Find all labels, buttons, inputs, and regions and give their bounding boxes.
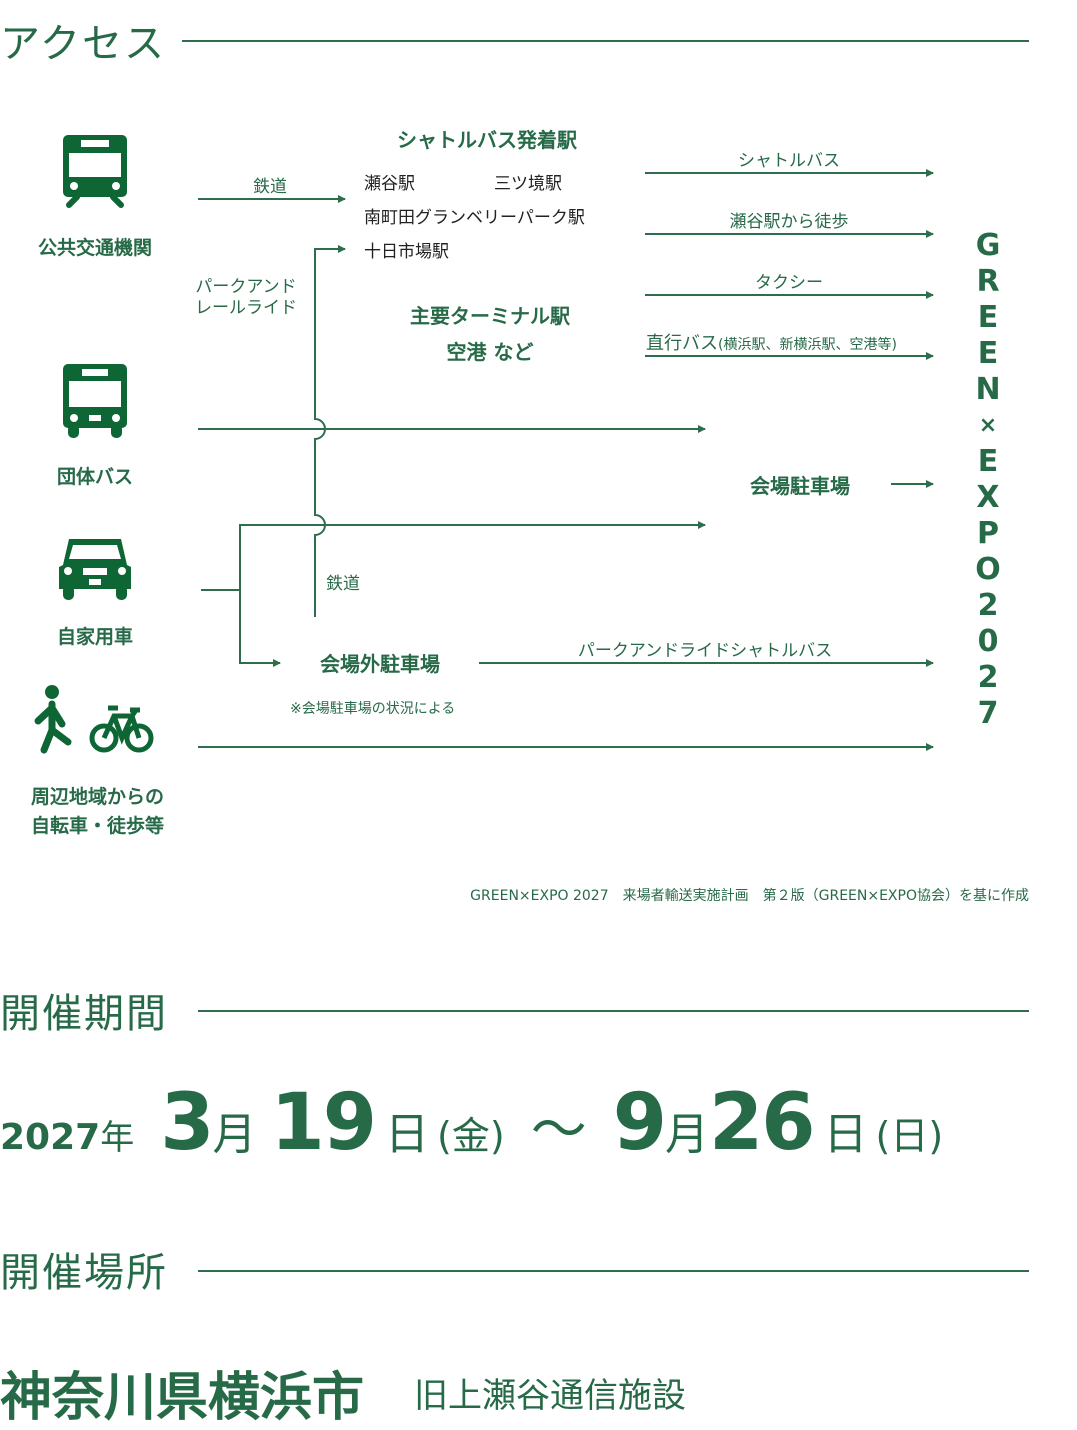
mode-label-bike-walk-line1: 周辺地域からの [30, 786, 164, 808]
route-label-direct-bus: 直行バス(横浜駅、新横浜駅、空港等) [646, 329, 897, 355]
mode-label-bike-walk-line2: 自転車・徒歩等 [30, 815, 164, 838]
shuttle-stations-title: シャトルバス発着駅 [397, 128, 577, 152]
mode-label-group-bus: 団体バス [56, 466, 133, 488]
terminals-line1: 主要ターミナル駅 [410, 304, 570, 328]
route-label-shuttle-bus: シャトルバス [738, 151, 840, 171]
logo-letter: X [976, 480, 1000, 515]
station-minami-machida: 南町田グランベリーパーク駅 [364, 208, 585, 228]
mode-label-bike-walk: 周辺地域からの 自転車・徒歩等 [10, 783, 185, 842]
source-credit: GREEN×EXPO 2027 来場者輸送実施計画 第２版（GREEN×EXPO… [470, 888, 1029, 904]
logo-letter: × [978, 413, 998, 438]
mode-label-public-transit: 公共交通機関 [37, 237, 152, 259]
pedestrian-bicycle-icon [34, 685, 154, 754]
year: 2027 [0, 1117, 101, 1158]
logo-letter: 0 [977, 624, 999, 659]
bus-icon [63, 364, 127, 438]
event-dates: 2027 年 3 月 19 日 (金) 〜 9 月 26 日 (日) [0, 1078, 943, 1168]
start-day-suffix: 日 [385, 1109, 430, 1160]
venue-site: 旧上瀬谷通信施設 [414, 1376, 686, 1416]
end-day: 26 [708, 1078, 816, 1168]
station-tokaichiba: 十日市場駅 [364, 242, 449, 262]
logo-letter: E [977, 336, 999, 371]
station-seya: 瀬谷駅 [364, 174, 415, 194]
destination-green-expo-2027: G R E E N × E X P O 2 0 2 7 [968, 228, 1008, 732]
route-label-taxi: タクシー [755, 273, 823, 293]
offsite-parking-note: ※会場駐車場の状況による [290, 701, 456, 717]
venue-city: 神奈川県横浜市 [0, 1368, 365, 1428]
year-suffix: 年 [100, 1118, 135, 1158]
logo-letter: R [976, 264, 1000, 299]
car-icon [59, 539, 131, 600]
period-section-title: 開催期間 [0, 991, 168, 1037]
start-day: 19 [270, 1078, 377, 1168]
train-icon [63, 135, 127, 208]
logo-letter: G [975, 228, 1001, 263]
venue-title-rule [198, 1270, 1029, 1272]
route-label-rail-lower: 鉄道 [326, 574, 360, 594]
park-rail-ride-line1: パークアンド [195, 277, 297, 297]
end-month-suffix: 月 [664, 1109, 709, 1160]
route-connector-lines [198, 169, 934, 751]
venue-parking-node: 会場駐車場 [750, 474, 850, 498]
logo-letter: 7 [977, 696, 999, 731]
end-weekday: (日) [875, 1114, 944, 1158]
terminals-node: 主要ターミナル駅 空港 など [380, 298, 600, 370]
terminals-line2: 空港 など [446, 340, 534, 364]
start-weekday: (金) [437, 1114, 505, 1158]
logo-letter: 2 [977, 660, 999, 695]
venue-section-title: 開催場所 [0, 1250, 168, 1296]
logo-letter: N [975, 372, 1001, 407]
access-section-title: アクセス [0, 21, 166, 67]
direct-bus-detail: (横浜駅、新横浜駅、空港等) [718, 337, 897, 353]
logo-letter: E [977, 444, 999, 479]
start-month-suffix: 月 [212, 1109, 257, 1160]
park-rail-ride-line2: レールライド [195, 298, 297, 318]
route-label-walk-from-seya: 瀬谷駅から徒歩 [729, 212, 849, 232]
logo-letter: E [977, 300, 999, 335]
direct-bus-main: 直行バス [646, 333, 718, 354]
logo-letter: P [977, 516, 999, 551]
route-label-rail: 鉄道 [253, 177, 287, 197]
mode-label-private-car: 自家用車 [56, 626, 133, 648]
period-title-rule [198, 1010, 1029, 1012]
route-label-park-rail-ride: パークアンド レールライド [186, 277, 306, 319]
access-title-rule [182, 40, 1029, 42]
logo-letter: O [975, 552, 1001, 587]
offsite-parking-node: 会場外駐車場 [320, 652, 440, 676]
station-mitsukyo: 三ツ境駅 [494, 174, 562, 194]
date-range-separator: 〜 [530, 1098, 587, 1163]
route-label-park-ride-shuttle: パークアンドライドシャトルバス [577, 641, 833, 661]
logo-letter: 2 [977, 588, 999, 623]
start-month: 3 [160, 1078, 214, 1168]
end-month: 9 [612, 1078, 667, 1168]
end-day-suffix: 日 [823, 1109, 868, 1160]
